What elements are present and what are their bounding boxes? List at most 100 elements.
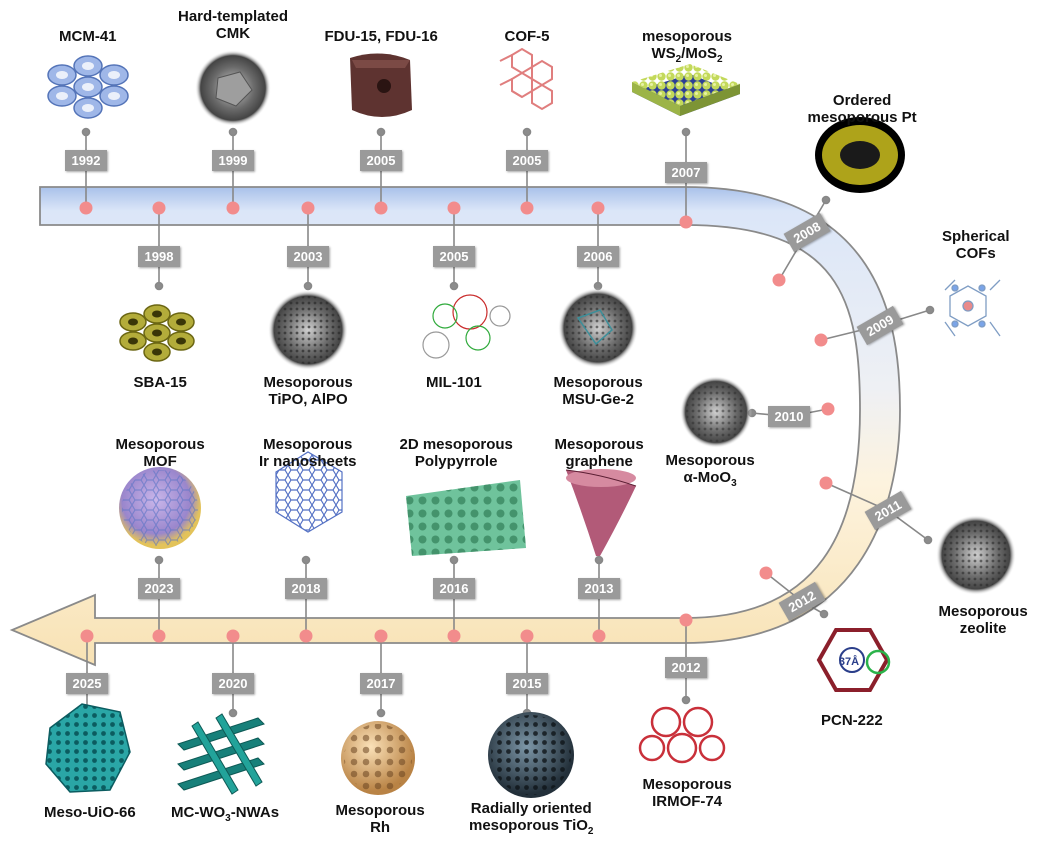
mof-timeline-dot xyxy=(152,629,166,643)
cmk-image xyxy=(195,50,271,126)
uio66-image xyxy=(45,703,131,793)
cmk-connector-end xyxy=(228,127,238,137)
moo3-year-box: 2010 xyxy=(768,406,810,427)
tio2-image xyxy=(488,712,574,798)
fdu-year-box: 2005 xyxy=(360,150,402,171)
msuge2-label-line: Mesoporous xyxy=(553,374,643,391)
ws2-label-line: mesoporous xyxy=(642,28,733,45)
cmk-label-line: Hard-templated xyxy=(178,8,289,25)
wo3-year-box: 2020 xyxy=(212,673,254,694)
wo3-connector-end xyxy=(228,708,238,718)
irmof74-image xyxy=(638,706,726,764)
cofs-connector-end xyxy=(925,305,935,315)
graphene-connector-end xyxy=(594,555,604,565)
pcn222-label-line: PCN-222 xyxy=(821,712,883,729)
mcm41-year-box: 1992 xyxy=(65,150,107,171)
cofs-label-line: Spherical xyxy=(942,228,1010,245)
cof5-timeline-dot xyxy=(520,201,534,215)
cofs-timeline-dot xyxy=(814,333,828,347)
rh-timeline-dot xyxy=(374,629,388,643)
tio2-timeline-dot xyxy=(520,629,534,643)
irmof74-label-line: IRMOF-74 xyxy=(652,793,723,810)
ir-label-line: Ir nanosheets xyxy=(259,453,357,470)
sba15-label: SBA-15 xyxy=(134,374,187,391)
sba15-label-line: SBA-15 xyxy=(133,374,187,391)
mcm41-label-line: MCM-41 xyxy=(59,28,117,45)
ppy-connector-end xyxy=(449,555,459,565)
pt-image xyxy=(815,117,905,193)
ir-image xyxy=(275,451,343,533)
mil101-label-line: MIL-101 xyxy=(426,374,482,391)
msuge2-label-line: MSU-Ge-2 xyxy=(562,391,634,408)
ppy-label-line: 2D mesoporous xyxy=(399,436,513,453)
msuge2-timeline-dot xyxy=(591,201,605,215)
fdu-label: FDU-15, FDU-16 xyxy=(325,28,438,45)
tio2-label-line: Radially oriented xyxy=(470,800,592,817)
mcm41-connector-end xyxy=(81,127,91,137)
cmk-year-box: 1999 xyxy=(212,150,254,171)
moo3-image xyxy=(680,376,752,448)
mil101-image xyxy=(422,294,511,359)
graphene-timeline-dot xyxy=(592,629,606,643)
wo3-label-line: MC-WO3-NWAs xyxy=(171,804,280,824)
mil101-timeline-dot xyxy=(447,201,461,215)
sba15-connector-end xyxy=(154,281,164,291)
rh-label-line: Mesoporous xyxy=(335,802,425,819)
ws2-year-box: 2007 xyxy=(665,162,707,183)
tipo-connector-end xyxy=(303,281,313,291)
cmk-timeline-dot xyxy=(226,201,240,215)
mil101-label: MIL-101 xyxy=(426,374,482,391)
mil101-connector-end xyxy=(449,281,459,291)
fdu-connector-end xyxy=(376,127,386,137)
cof5-connector-end xyxy=(522,127,532,137)
tipo-year-box: 2003 xyxy=(287,246,329,267)
cof5-year-box: 2005 xyxy=(506,150,548,171)
tipo-timeline-dot xyxy=(301,201,315,215)
mcm41-label: MCM-41 xyxy=(59,28,117,45)
pcn222-timeline-dot xyxy=(759,566,773,580)
sba15-year-box: 1998 xyxy=(138,246,180,267)
pcn222-image xyxy=(816,628,891,692)
uio66-label-line: Meso-UiO-66 xyxy=(44,804,136,821)
ppy-image xyxy=(406,480,526,556)
moo3-label-line: α-MoO3 xyxy=(683,469,737,489)
zeolite-timeline-dot xyxy=(819,476,833,490)
mof-label-line: Mesoporous xyxy=(115,436,205,453)
irmof74-timeline-dot xyxy=(679,613,693,627)
graphene-image xyxy=(565,469,637,556)
pcn222-connector-end xyxy=(819,609,829,619)
fdu-timeline-dot xyxy=(374,201,388,215)
rh-connector-end xyxy=(376,708,386,718)
pcn222-pore-size-label: 37Å xyxy=(839,655,859,668)
timeline-dots xyxy=(79,201,835,643)
zeolite-image xyxy=(936,515,1016,595)
pt-label-line: mesoporous Pt xyxy=(807,109,917,126)
irmof74-year-box: 2012 xyxy=(665,657,707,678)
graphene-year-box: 2013 xyxy=(578,578,620,599)
sba15-timeline-dot xyxy=(152,201,166,215)
ws2-connector-end xyxy=(681,127,691,137)
tio2-label-line: mesoporous TiO2 xyxy=(469,817,594,837)
rh-label-line: Rh xyxy=(370,819,391,836)
rh-year-box: 2017 xyxy=(360,673,402,694)
irmof74-label-line: Mesoporous xyxy=(642,776,732,793)
mcm41-timeline-dot xyxy=(79,201,93,215)
mil101-year-box: 2005 xyxy=(433,246,475,267)
ir-connector-end xyxy=(301,555,311,565)
tipo-image xyxy=(268,290,348,370)
cofs-image xyxy=(944,279,1001,337)
cof5-label: COF-5 xyxy=(505,28,550,45)
sba15-image xyxy=(119,304,195,362)
mof-connector-end xyxy=(154,555,164,565)
